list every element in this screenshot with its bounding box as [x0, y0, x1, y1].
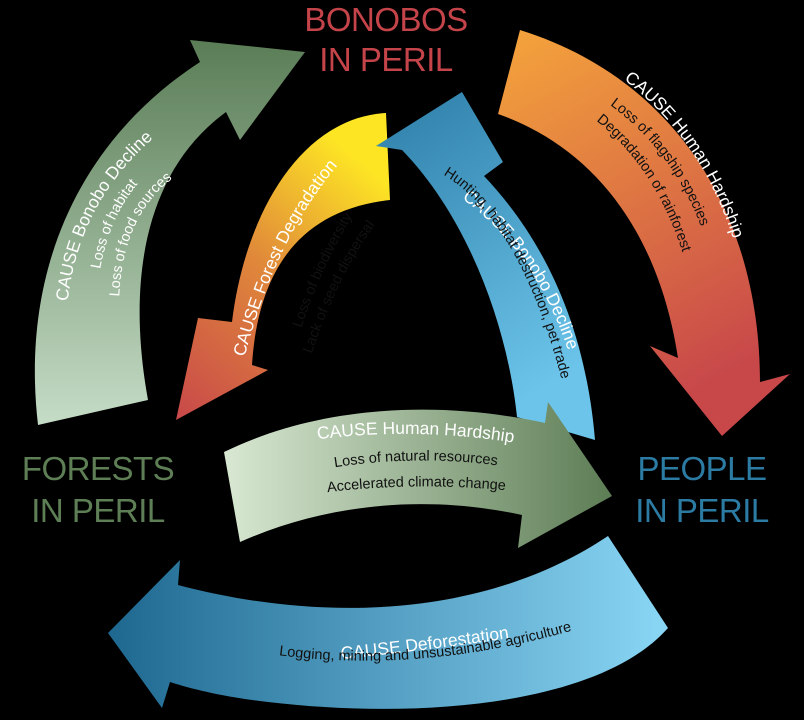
people-node-line2: IN PERIL — [635, 492, 769, 529]
people-node-line1: PEOPLE — [637, 450, 766, 487]
arrow-forests-to-people — [224, 402, 612, 548]
arrow-bonobos-to-forests — [176, 113, 390, 420]
arrow-forests-to-bonobos — [34, 40, 306, 425]
arrow-people-to-bonobos — [376, 92, 595, 440]
bonobos-node-line2: IN PERIL — [319, 41, 453, 78]
arrow-people-to-forests — [108, 536, 668, 709]
arrow-bonobos-to-people — [498, 30, 790, 436]
forests-to-people-detail-2: Accelerated climate change — [326, 474, 506, 496]
bonobos-node-line1: BONOBOS — [304, 1, 467, 38]
forests-node-line2: IN PERIL — [31, 492, 165, 529]
forests-node-line1: FORESTS — [22, 450, 174, 487]
forests-to-people-detail-1: Loss of natural resources — [333, 448, 499, 471]
